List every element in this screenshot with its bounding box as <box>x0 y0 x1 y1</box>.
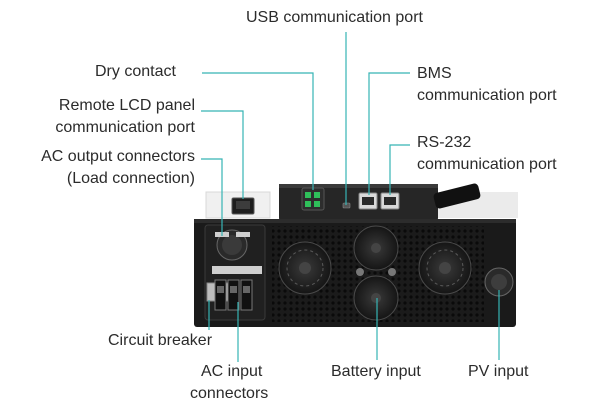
leader-lines <box>201 32 500 362</box>
side-handle <box>433 183 481 209</box>
ac-output-label-line2: (Load connection) <box>66 170 195 187</box>
usb-port-label: USB communication port <box>246 9 423 26</box>
fan-left <box>278 241 332 295</box>
ac-input-label-line1: AC input <box>201 363 263 380</box>
pv-input-label: PV input <box>468 363 529 380</box>
ac-terminal-area <box>204 224 266 321</box>
ac-output-label-line1: AC output connectors <box>41 148 195 165</box>
fan-center-top <box>353 225 399 271</box>
battery-input-label: Battery input <box>331 363 421 380</box>
bms-label-line2: communication port <box>417 87 557 104</box>
leader-dry-contact <box>202 72 314 190</box>
ac-input-label-line2: connectors <box>190 385 269 402</box>
battery-terminals <box>356 268 396 276</box>
communication-module <box>279 184 438 220</box>
rs232-label-line1: RS-232 <box>417 134 472 151</box>
bms-label-line1: BMS <box>417 65 452 82</box>
remote-lcd-label-line1: Remote LCD panel <box>58 97 195 114</box>
remote-lcd-label-line2: communication port <box>55 119 195 136</box>
rs232-label-line2: communication port <box>417 156 557 173</box>
fan-center-bottom <box>353 275 399 321</box>
circuit-breaker-label: Circuit breaker <box>108 332 213 349</box>
leader-remote-lcd <box>201 110 244 199</box>
leader-rs232 <box>389 144 410 195</box>
leader-ac-output <box>201 158 223 236</box>
dry-contact-label: Dry contact <box>95 63 176 80</box>
remote-lcd-port <box>231 197 255 215</box>
fan-right <box>418 241 472 295</box>
leader-bms <box>368 72 410 195</box>
